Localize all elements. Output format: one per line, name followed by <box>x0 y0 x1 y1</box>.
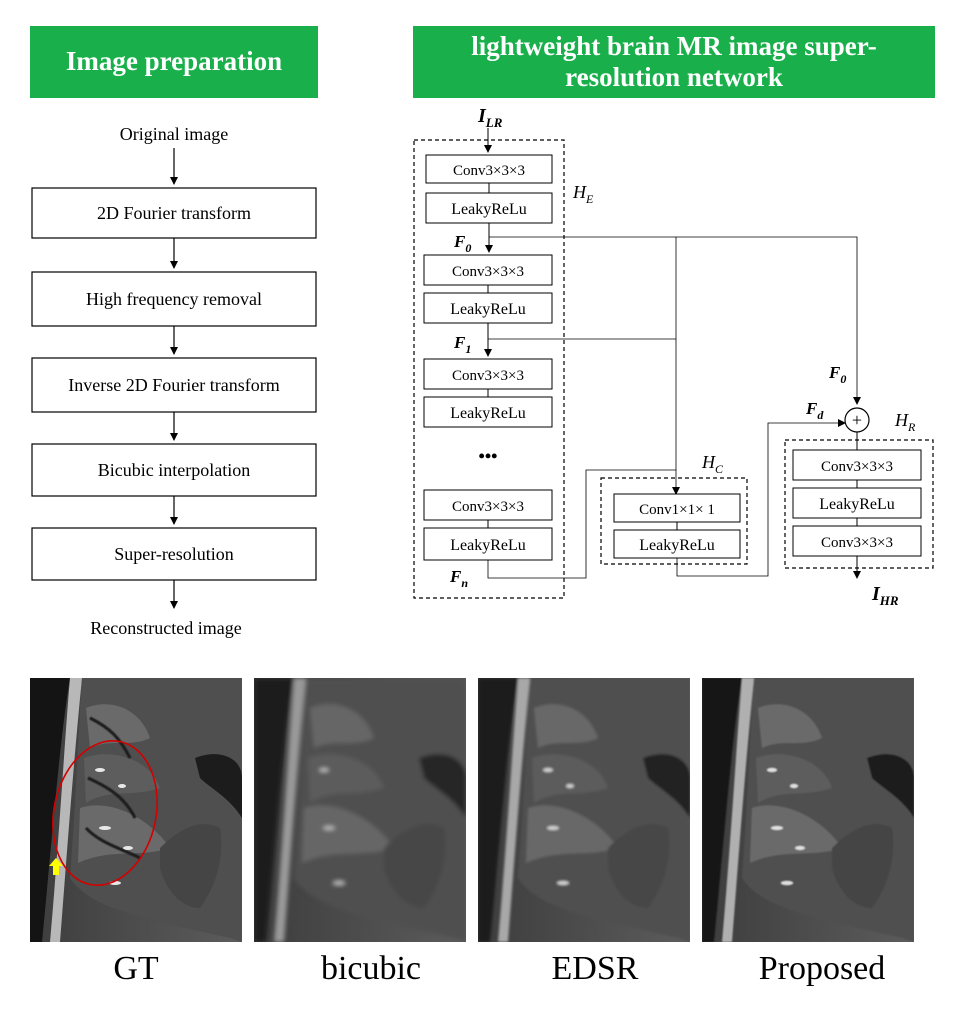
output-ihr-label: IHR <box>871 583 899 608</box>
compress-conv-label: Conv1×1× 1 <box>639 502 715 518</box>
encoder-group-he <box>413 139 565 599</box>
super-resolution-label: Super-resolution <box>114 544 234 564</box>
fn-to-hc-line <box>487 469 676 579</box>
high-frequency-removal-label: High frequency removal <box>86 289 262 309</box>
fd-line <box>676 419 846 577</box>
mr-image-gt-graphic <box>30 678 242 942</box>
sum-plus-sign: + <box>852 410 862 430</box>
he-label: HE <box>572 182 594 206</box>
network-title: lightweight brain MR image super-resolut… <box>471 30 877 92</box>
encoder-conv-box <box>423 489 553 521</box>
mr-image-bicubic-graphic <box>254 678 466 942</box>
recon-act-box <box>792 487 922 519</box>
high-frequency-removal-box <box>31 271 317 327</box>
fourier-transform-label: 2D Fourier transform <box>97 203 251 223</box>
fd-label: Fd <box>805 399 824 422</box>
encoder-conv-label: Conv3×3×3 <box>452 499 524 515</box>
mr-image-bicubic <box>254 678 466 942</box>
yellow-arrow-icon <box>49 858 63 875</box>
encoder-conv-label: Conv3×3×3 <box>452 368 524 384</box>
mr-image-proposed <box>702 678 914 942</box>
encoder-act-box <box>423 527 553 561</box>
edsr-label: EDSR <box>551 950 639 987</box>
f0-label: F0 <box>453 232 471 255</box>
f0-skip-line <box>489 236 861 405</box>
encoder-conv-box <box>423 254 553 286</box>
bicubic-interpolation-box <box>31 443 317 497</box>
compress-group-hc <box>600 477 748 565</box>
hr-label: HR <box>894 410 916 434</box>
bicubic-label: bicubic <box>320 950 422 987</box>
original-image-label: Original image <box>120 124 228 144</box>
bicubic-interpolation-label: Bicubic interpolation <box>98 460 250 480</box>
reconstructed-image-label: Reconstructed image <box>90 618 241 638</box>
image-preparation-banner: Image preparation <box>30 26 318 98</box>
mr-image-edsr-graphic <box>478 678 690 942</box>
encoder-conv-label: Conv3×3×3 <box>452 264 524 280</box>
compress-conv-box <box>613 493 741 523</box>
recon-conv2-label: Conv3×3×3 <box>821 535 893 551</box>
inverse-fourier-box <box>31 357 317 413</box>
mr-image-gt <box>30 678 242 942</box>
recon-conv-label: Conv3×3×3 <box>821 459 893 475</box>
encoder-act-label: LeakyReLu <box>450 405 526 422</box>
input-ilr-label: ILR <box>477 105 503 130</box>
proposed-label: Proposed <box>758 950 886 987</box>
compress-act-label: LeakyReLu <box>639 537 715 554</box>
fn-label: Fn <box>449 567 468 590</box>
region-of-interest-ellipse <box>52 740 158 886</box>
f0-right-label: F0 <box>828 363 846 386</box>
hc-label: HC <box>701 452 724 476</box>
gt-label: GT <box>113 950 159 987</box>
f1-label: F1 <box>453 333 471 356</box>
ellipsis: ••• <box>479 446 498 466</box>
network-banner: lightweight brain MR image super-resolut… <box>413 26 935 98</box>
mr-image-proposed-graphic <box>702 678 914 942</box>
encoder-conv-label: Conv3×3×3 <box>453 163 525 179</box>
recon-group-hr <box>784 439 934 569</box>
mr-image-edsr <box>478 678 690 942</box>
compress-act-box <box>613 529 741 559</box>
inverse-fourier-label: Inverse 2D Fourier transform <box>68 375 279 395</box>
recon-act-label: LeakyReLu <box>819 496 895 513</box>
encoder-act-label: LeakyReLu <box>451 201 527 218</box>
encoder-act-box <box>425 192 553 224</box>
encoder-conv-box <box>425 154 553 184</box>
encoder-act-label: LeakyReLu <box>450 301 526 318</box>
workflow-diagram: Original image 2D Fourier transform High… <box>31 105 934 638</box>
recon-conv2-box <box>792 525 922 557</box>
image-preparation-title: Image preparation <box>65 46 283 77</box>
encoder-act-label: LeakyReLu <box>450 537 526 554</box>
encoder-act-box <box>423 396 553 428</box>
super-resolution-box <box>31 527 317 581</box>
